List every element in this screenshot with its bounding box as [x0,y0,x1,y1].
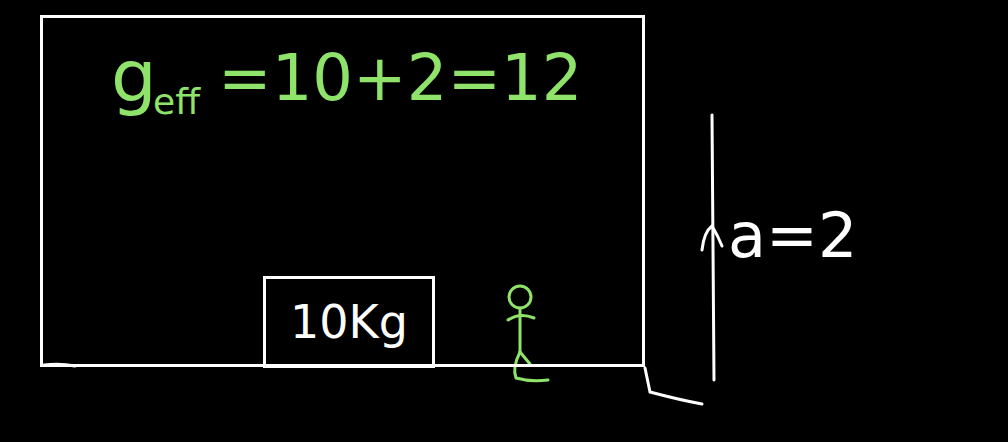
mass-label: 10Kg [290,299,408,345]
acceleration-arrow [702,115,722,380]
formula-text: g [111,40,157,112]
acceleration-label: a=2 [728,205,857,267]
formula-text: =10+2=12 [218,46,582,110]
wall-stroke [645,368,702,404]
elevator-box: geff =10+2=12 10Kg [40,15,645,367]
mass-box: 10Kg [263,276,435,368]
subscript-text: eff [153,84,200,120]
